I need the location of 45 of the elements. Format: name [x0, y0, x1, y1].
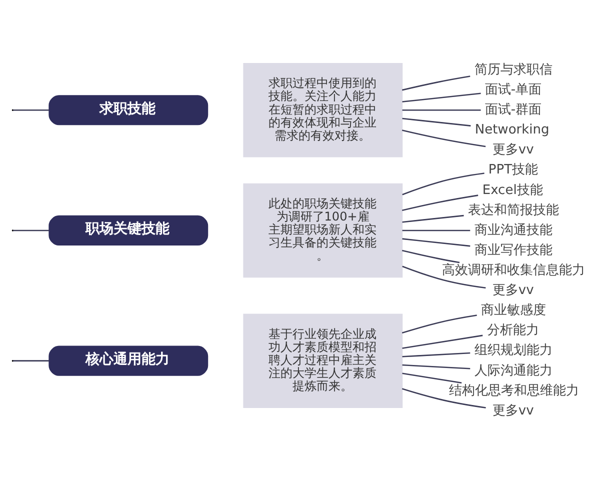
node-text: 简历与求职信 [474, 62, 552, 77]
connector [402, 265, 486, 288]
node-text: 商业敏感度 [480, 302, 546, 318]
node-text: 表达和简报技能 [468, 202, 559, 218]
node-text: 商业沟通技能 [474, 222, 552, 238]
node-text: Networking [474, 122, 550, 138]
node-box: 核心通用能力 [48, 345, 208, 376]
connector [402, 372, 462, 383]
node-text: 商业写作技能 [474, 242, 552, 258]
connector [402, 388, 486, 408]
connector [402, 129, 486, 147]
node-text: 更多vv [492, 402, 534, 418]
connector [13, 229, 49, 231]
node-text: 更多vv [492, 282, 534, 298]
connector [13, 109, 49, 110]
node-text: PPT技能 [488, 162, 538, 178]
node-text: 高效调研和收集信息能力 [442, 262, 586, 278]
node-box: 基于行业领先企业成功人才素质模型和招聘人才过程中雇主关注的大学生人才素质提炼而来。 [243, 313, 403, 408]
connector [402, 194, 478, 211]
node-text: 分析能力 [486, 322, 539, 338]
connector [402, 92, 481, 102]
node-text: 组织规划能力 [474, 342, 552, 358]
node-text: Excel技能 [482, 182, 543, 198]
connector [402, 117, 471, 126]
connector [402, 364, 470, 369]
connector [402, 352, 470, 357]
node-text: 面试-单面 [484, 82, 542, 97]
connector [402, 109, 481, 110]
connector [13, 360, 49, 361]
connector [402, 334, 483, 348]
connector [402, 214, 464, 222]
node-text: 面试-群面 [484, 102, 542, 118]
connector [402, 238, 470, 246]
connector [402, 314, 477, 334]
connector [402, 75, 470, 90]
connector [402, 249, 460, 263]
connector [402, 172, 484, 195]
node-box: 求职技能 [48, 94, 208, 125]
connector [402, 229, 470, 231]
node-text: 结构化思考和思维能力 [448, 382, 579, 398]
node-box: 职场关键技能 [48, 214, 208, 246]
node-text: 人际沟通能力 [474, 362, 552, 378]
node-box: 此处的职场关键技能为调研了100+雇主期望职场新人和实习生具备的关键技能。 [243, 182, 403, 278]
node-box: 求职过程中使用到的技能。关注个人能力在短暂的求职过程中的有效体现和与企业需求的有效对接。 [243, 62, 403, 157]
node-text: 更多vv [492, 142, 534, 158]
